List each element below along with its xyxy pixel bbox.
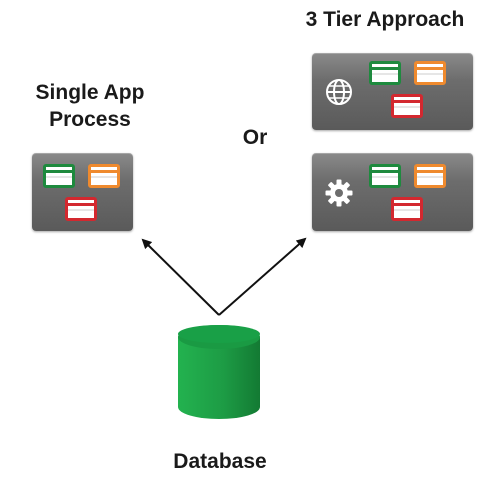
orange-window-icon — [414, 61, 446, 85]
orange-window-icon — [414, 164, 446, 188]
database-icon — [178, 325, 260, 419]
web-tier-server — [312, 53, 473, 130]
database-label: Database — [173, 450, 267, 473]
single-app-server — [32, 153, 133, 231]
red-window-icon — [391, 94, 423, 118]
or-label: Or — [242, 126, 268, 149]
green-window-icon — [369, 164, 401, 188]
arrow-to-three-tier — [218, 237, 307, 316]
orange-window-icon — [88, 164, 120, 188]
green-window-icon — [369, 61, 401, 85]
single-app-title: Single App Process — [20, 79, 160, 133]
three-tier-title: 3 Tier Approach — [305, 8, 465, 31]
gear-icon — [325, 179, 353, 207]
red-window-icon — [391, 197, 423, 221]
single-app-title-line1: Single App — [35, 81, 145, 104]
green-window-icon — [43, 164, 75, 188]
single-app-title-line2: Process — [49, 108, 131, 131]
arrow-to-single-app — [141, 238, 220, 316]
globe-icon — [326, 79, 352, 105]
app-tier-server — [312, 153, 473, 231]
red-window-icon — [65, 197, 97, 221]
